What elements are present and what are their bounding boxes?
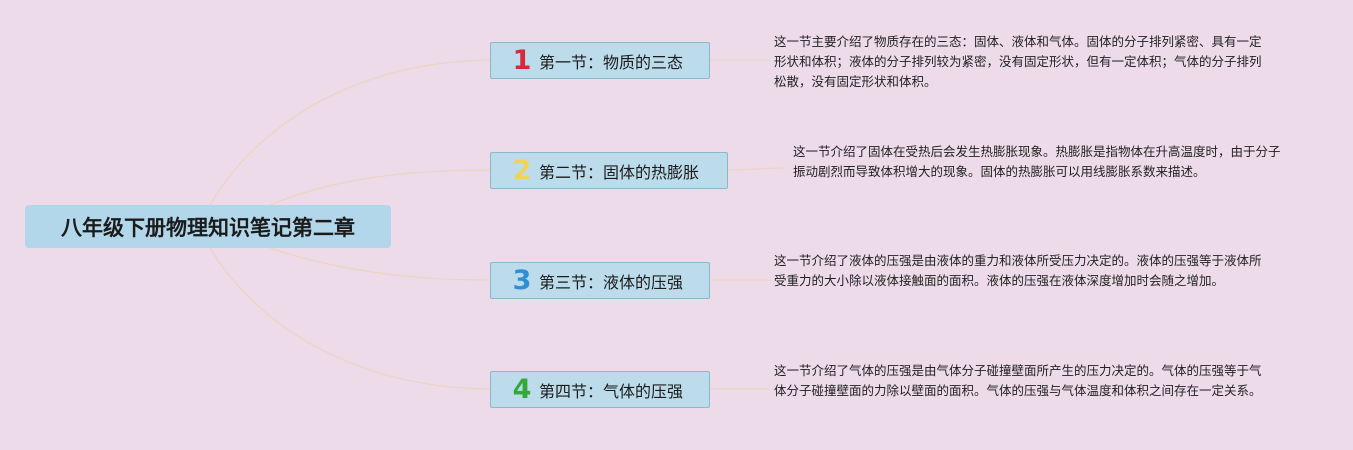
section-4-description: 这一节介绍了气体的压强是由气体分子碰撞壁面所产生的压力决定的。气体的压强等于气体… bbox=[774, 363, 1262, 398]
section-3-node[interactable]: 3 第三节：液体的压强 bbox=[490, 262, 710, 299]
root-to-section-2-line bbox=[269, 169, 491, 206]
number-1-icon: 1 bbox=[512, 45, 532, 76]
number-2-icon: 2 bbox=[512, 155, 532, 186]
section-2-label: 第二节：固体的热膨胀 bbox=[539, 162, 700, 182]
number-3-icon: 3 bbox=[512, 265, 532, 296]
section-1-node[interactable]: 1 第一节：物质的三态 bbox=[490, 42, 710, 79]
section-1-description: 这一节主要介绍了物质存在的三态：固体、液体和气体。固体的分子排列紧密、具有一定形… bbox=[774, 34, 1262, 89]
section-4-label: 第四节：气体的压强 bbox=[539, 381, 684, 401]
section-2-to-desc-line bbox=[727, 167, 786, 171]
section-2-description: 这一节介绍了固体在受热后会发生热膨胀现象。热膨胀是指物体在升高温度时，由于分子振… bbox=[793, 144, 1281, 179]
section-1-label: 第一节：物质的三态 bbox=[539, 52, 684, 72]
section-4-node[interactable]: 4 第四节：气体的压强 bbox=[490, 371, 710, 408]
section-2-node[interactable]: 2 第二节：固体的热膨胀 bbox=[490, 152, 728, 189]
section-3-description: 这一节介绍了液体的压强是由液体的重力和液体所受压力决定的。液体的压强等于液体所受… bbox=[774, 253, 1262, 288]
root-to-section-4-line bbox=[209, 247, 491, 390]
number-4-icon: 4 bbox=[512, 374, 532, 405]
section-3-label: 第三节：液体的压强 bbox=[539, 272, 684, 292]
root-title: 八年级下册物理知识笔记第二章 bbox=[61, 215, 355, 240]
root-to-section-3-line bbox=[269, 247, 491, 281]
root-to-section-1-line bbox=[209, 59, 491, 206]
root-topic[interactable]: 八年级下册物理知识笔记第二章 bbox=[25, 205, 391, 248]
